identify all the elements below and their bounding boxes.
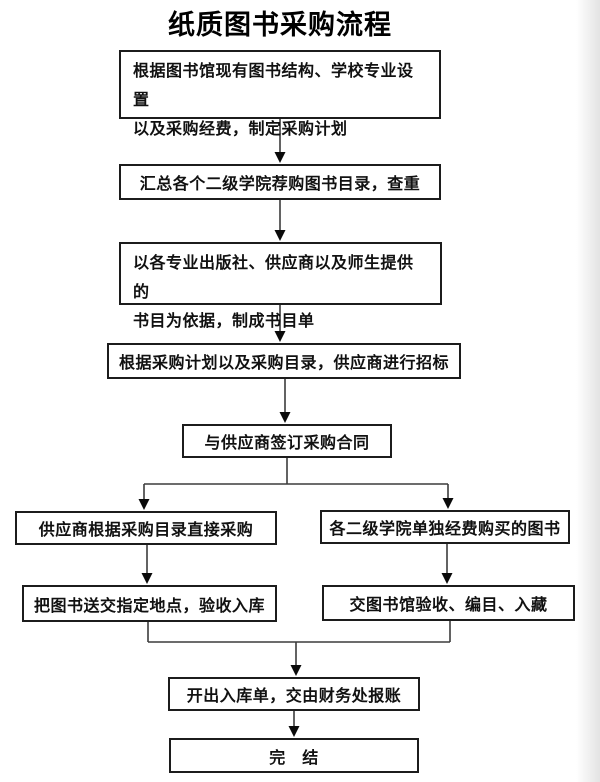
arrow-bidding-to-contract — [279, 379, 291, 423]
arrow-college-books-to-library — [441, 544, 453, 584]
flow-step-compile-booklist: 以各专业出版社、供应商以及师生提供的 书目为依据，制成书目单 — [119, 242, 442, 330]
page-edge-shadow — [576, 0, 600, 782]
merge-branches-to-invoice — [147, 621, 451, 676]
arrow-aggregate-to-booklist — [274, 200, 286, 241]
flow-step-supplier-direct-purchase: 供应商根据采购目录直接采购 — [15, 511, 277, 545]
split-contract-to-branches — [138, 458, 454, 510]
flow-step-library-catalog-shelve: 交图书馆验收、编目、入藏 — [322, 585, 575, 621]
flow-step-invoice-reimburse: 开出入库单，交由财务处报账 — [168, 677, 420, 711]
arrow-direct-purchase-to-deliver — [141, 545, 153, 584]
flow-step-college-funded-books: 各二级学院单独经费购买的图书 — [320, 510, 570, 544]
flow-step-aggregate-catalog: 汇总各个二级学院荐购图书目录，查重 — [119, 164, 441, 200]
flow-step-make-plan: 根据图书馆现有图书结构、学校专业设置 以及采购经费，制定采购计划 — [119, 50, 441, 138]
flow-step-complete: 完 结 — [169, 738, 419, 773]
page-title: 纸质图书采购流程 — [168, 10, 392, 41]
flow-step-sign-contract: 与供应商签订采购合同 — [182, 424, 392, 458]
arrow-invoice-to-complete — [288, 711, 300, 737]
flow-step-supplier-bidding: 根据采购计划以及采购目录，供应商进行招标 — [107, 343, 461, 379]
flow-step-deliver-and-inspect: 把图书送交指定地点，验收入库 — [22, 585, 277, 622]
